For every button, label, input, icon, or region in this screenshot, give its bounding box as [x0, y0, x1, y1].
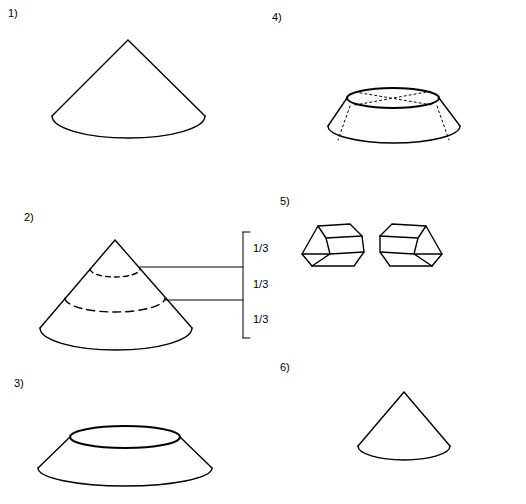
- top-cone: [358, 392, 450, 460]
- fraction-label: 1/3: [252, 314, 269, 325]
- frustum-pieces: [302, 224, 442, 266]
- panel-number: 5): [280, 196, 290, 207]
- frustum: [38, 426, 212, 486]
- panel-number: 3): [14, 378, 24, 389]
- panel-number: 6): [280, 362, 290, 373]
- fraction-label: 1/3: [252, 243, 269, 254]
- frustum-cut: [328, 88, 460, 143]
- fraction-label: 1/3: [252, 279, 269, 290]
- panel-number: 2): [24, 212, 34, 223]
- panel-number: 4): [272, 12, 282, 23]
- sliced-cone: [40, 232, 250, 350]
- cone: [52, 40, 205, 138]
- panel-number: 1): [8, 8, 18, 19]
